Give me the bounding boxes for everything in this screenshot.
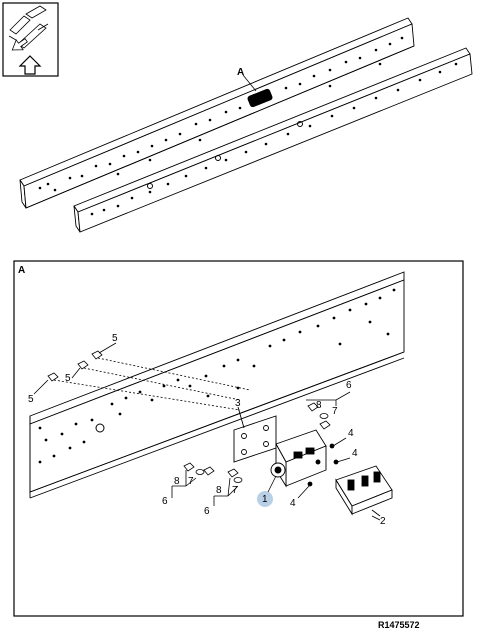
- callout-8-b: 8: [174, 476, 180, 487]
- callout-1-highlight: [257, 491, 273, 507]
- overview-holes-upper: [38, 36, 404, 192]
- callout-6-b: 6: [162, 496, 168, 507]
- callout-8-c: 8: [216, 485, 222, 496]
- overview-holes-lower: [90, 62, 458, 216]
- callout-4-c: 4: [290, 498, 296, 509]
- callout-3: 3: [235, 398, 241, 409]
- callout-2: 2: [380, 516, 386, 527]
- callout-8-a: 8: [316, 400, 322, 411]
- callout-4-a: 4: [348, 428, 354, 439]
- detail-view: A: [13, 260, 464, 617]
- bolt-6-7-8-right: [306, 391, 351, 430]
- fastener-4-group: [297, 437, 351, 499]
- detail-rail: [29, 271, 405, 499]
- callout-7-b: 7: [188, 476, 194, 487]
- component-1: [270, 429, 327, 488]
- overview-rail-upper: [19, 17, 415, 209]
- bolt-5-group: [33, 342, 251, 411]
- overview-component: [242, 74, 273, 108]
- callout-1: 1: [262, 494, 268, 505]
- detail-rail-holes: [38, 288, 396, 464]
- detail-view-label: A: [18, 265, 25, 276]
- callout-7-c: 7: [232, 485, 238, 496]
- callout-5-b: 5: [65, 373, 71, 384]
- callout-6-c: 6: [204, 506, 210, 517]
- connector-2: [335, 465, 393, 517]
- overview-callout-a: A: [237, 67, 244, 78]
- figure-code: R1475572: [378, 620, 420, 630]
- callout-7-a: 7: [332, 406, 338, 417]
- overview-rail-lower: [73, 47, 473, 233]
- bolt-6-7-8-left: [171, 462, 215, 498]
- front-direction-icon: [2, 2, 59, 77]
- callout-4-b: 4: [352, 448, 358, 459]
- bolt-6-7-8-center: [213, 468, 243, 506]
- callout-6-a: 6: [346, 380, 352, 391]
- overview-rails: A: [19, 17, 473, 233]
- callout-5-a: 5: [112, 333, 118, 344]
- callout-5-c: 5: [28, 394, 34, 405]
